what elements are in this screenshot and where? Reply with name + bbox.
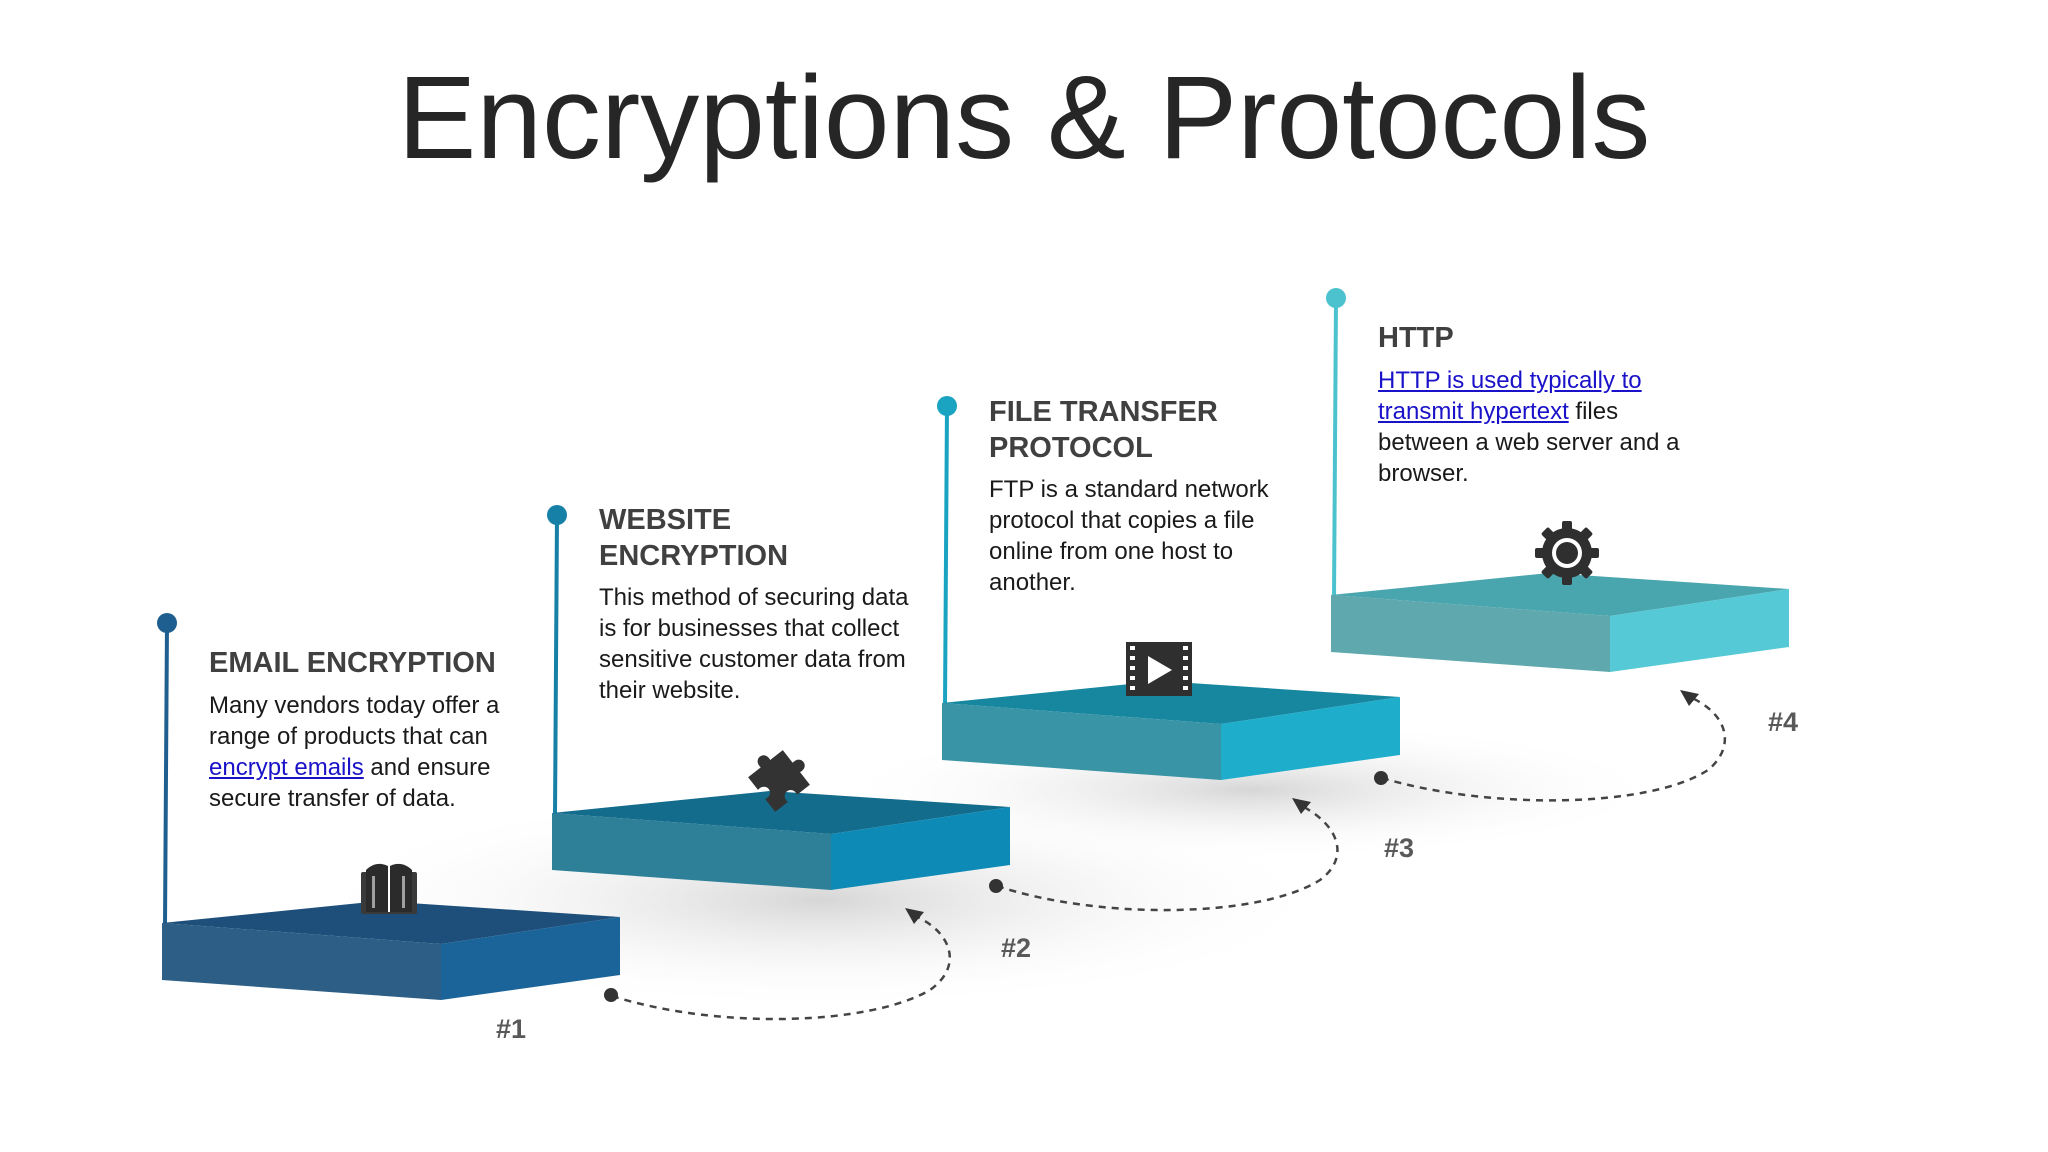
dashed-arrows (611, 695, 1726, 1021)
step-4-number: #4 (1768, 707, 1799, 737)
step-4-pin (1326, 288, 1346, 598)
step-4-title: HTTP (1378, 322, 1454, 354)
step-4-description: HTTP is used typically to transmit hyper… (1378, 365, 1698, 489)
arrow-dot (604, 771, 1388, 1002)
step-3-block (942, 681, 1400, 780)
gear-icon (1535, 521, 1599, 585)
video-play-icon (1126, 642, 1192, 696)
step-3-description: FTP is a standard network protocol that … (989, 476, 1269, 596)
step-1-body-text: Many vendors today offer a range of prod… (209, 692, 500, 750)
step-4-body-text: files between a web server and a browser… (1378, 398, 1680, 487)
step-2-description: This method of securing data is for busi… (599, 584, 909, 704)
step-1-number: #1 (496, 1014, 527, 1044)
step-1-body-text-end: and ensure secure transfer of data. (209, 754, 491, 812)
step-3-number: #3 (1384, 833, 1415, 863)
step-3-title: FILE TRANSFER PROTOCOL (989, 396, 1218, 464)
step-3-pin (937, 396, 957, 706)
step-1-title: EMAIL ENCRYPTION (209, 647, 496, 679)
arrow-head (905, 690, 1699, 924)
encrypt-emails-link[interactable]: encrypt emails (209, 754, 364, 781)
http-hypertext-link[interactable]: HTTP is used typically to transmit hyper… (1378, 367, 1642, 425)
step-1-description: Many vendors today offer a range of prod… (209, 690, 529, 814)
step-2-pin (547, 505, 567, 816)
slide-title: Encryptions & Protocols (397, 52, 1651, 184)
puzzle-piece-icon (748, 750, 810, 812)
step-1-pin (157, 613, 177, 926)
step-4-block (1331, 573, 1789, 672)
step-1-block (162, 901, 620, 1000)
step-2-title: WEBSITE ENCRYPTION (599, 504, 789, 572)
step-2-block (552, 791, 1010, 890)
book-icon (361, 863, 417, 914)
step-2-number: #2 (1001, 933, 1032, 963)
